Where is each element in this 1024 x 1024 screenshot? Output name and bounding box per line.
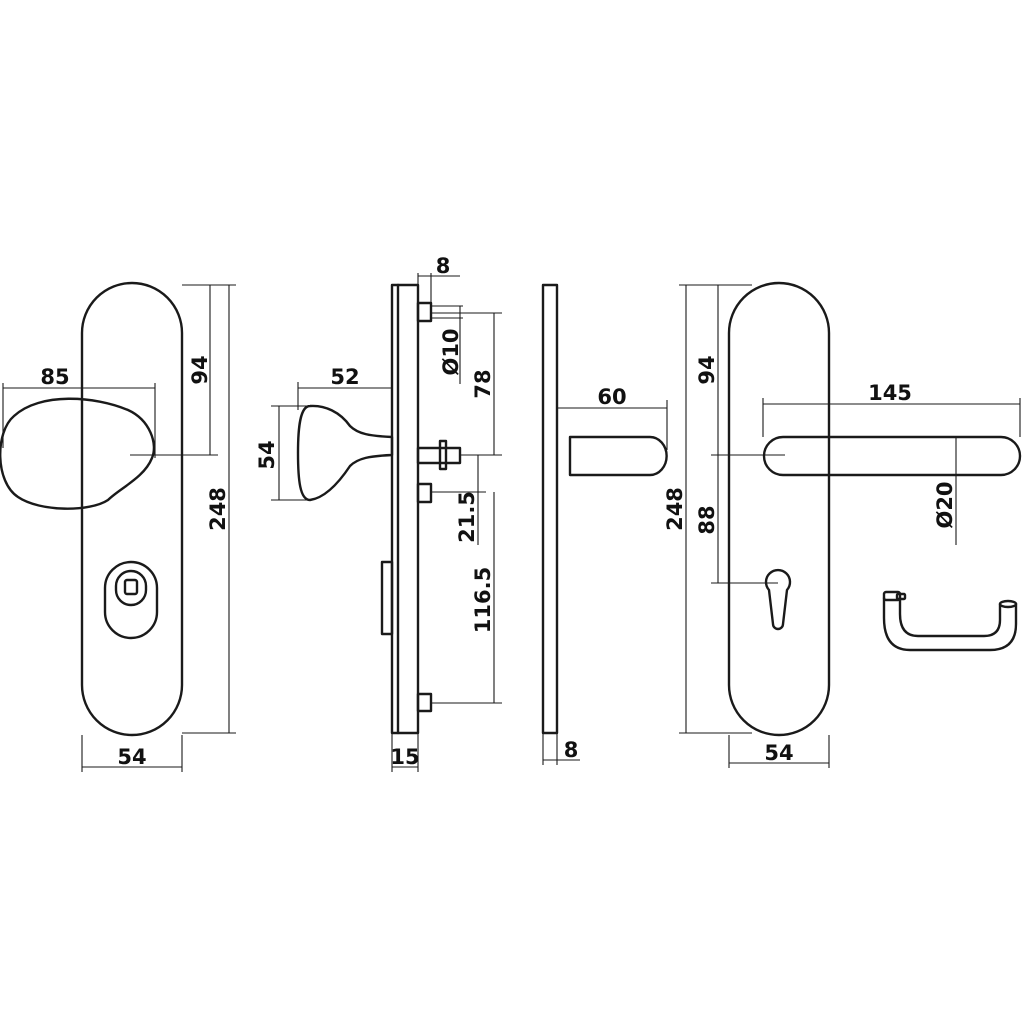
dim-stud-to-spindle: 78: [471, 369, 495, 398]
dim-spindle-diameter: Ø10: [439, 328, 463, 375]
lever-front-view: 145 Ø20 94 88 248 54: [663, 281, 1022, 768]
dim-spindle-to-stud: 21.5: [455, 491, 479, 543]
dim-stud-thickness: 8: [436, 254, 451, 278]
dim-lever-diameter: Ø20: [933, 481, 957, 528]
lever-side-plate: [541, 283, 559, 735]
knob-front-view: 85 94 248 54: [0, 281, 236, 772]
knob-backplate: [80, 281, 184, 737]
dim-knob-plate-height: 248: [206, 487, 230, 531]
keyhole-icon: [764, 568, 792, 631]
knob-body: [0, 397, 156, 510]
side-stud-middle: [416, 482, 433, 504]
dim-knob-plate-width: 54: [117, 745, 146, 769]
lever-backplate: [727, 281, 831, 737]
side-stud-bottom: [416, 692, 433, 713]
cylinder-escutcheon: [103, 560, 159, 640]
knob-side-view: 8 Ø10 78 21.5 116.5 52 54 15: [255, 254, 502, 772]
side-knob-profile: [296, 404, 394, 502]
dim-knob-diameter: 54: [255, 440, 279, 469]
dim-lever-center-from-top: 94: [695, 355, 719, 384]
cylinder-key-slot: [123, 578, 139, 596]
side-cover-tab: [380, 560, 394, 636]
lever-handle: [762, 435, 1022, 477]
dim-lever-projection: 60: [597, 385, 626, 409]
dim-knob-length: 52: [330, 365, 359, 389]
side-backplate: [390, 283, 420, 735]
dim-lever-plate-height: 248: [663, 487, 687, 531]
dim-plate-thickness: 15: [390, 745, 419, 769]
lever-side-arm: [568, 435, 668, 477]
dim-knob-center-from-top: 94: [188, 355, 212, 384]
dim-knob-projection: 85: [40, 365, 69, 389]
dim-lever-length: 145: [868, 381, 912, 405]
lever-side-view: 60 8: [541, 283, 668, 765]
lever-handle-icon: [882, 590, 1018, 652]
side-spindle-nut: [438, 439, 448, 471]
dim-lever-plate-thickness: 8: [564, 738, 579, 762]
dim-lever-to-cylinder: 88: [695, 505, 719, 534]
cylinder-cutout: [114, 569, 148, 607]
dim-lever-plate-width: 54: [764, 741, 793, 765]
side-stud-top: [416, 301, 433, 323]
dim-stud-to-bottom-stud: 116.5: [471, 567, 495, 633]
